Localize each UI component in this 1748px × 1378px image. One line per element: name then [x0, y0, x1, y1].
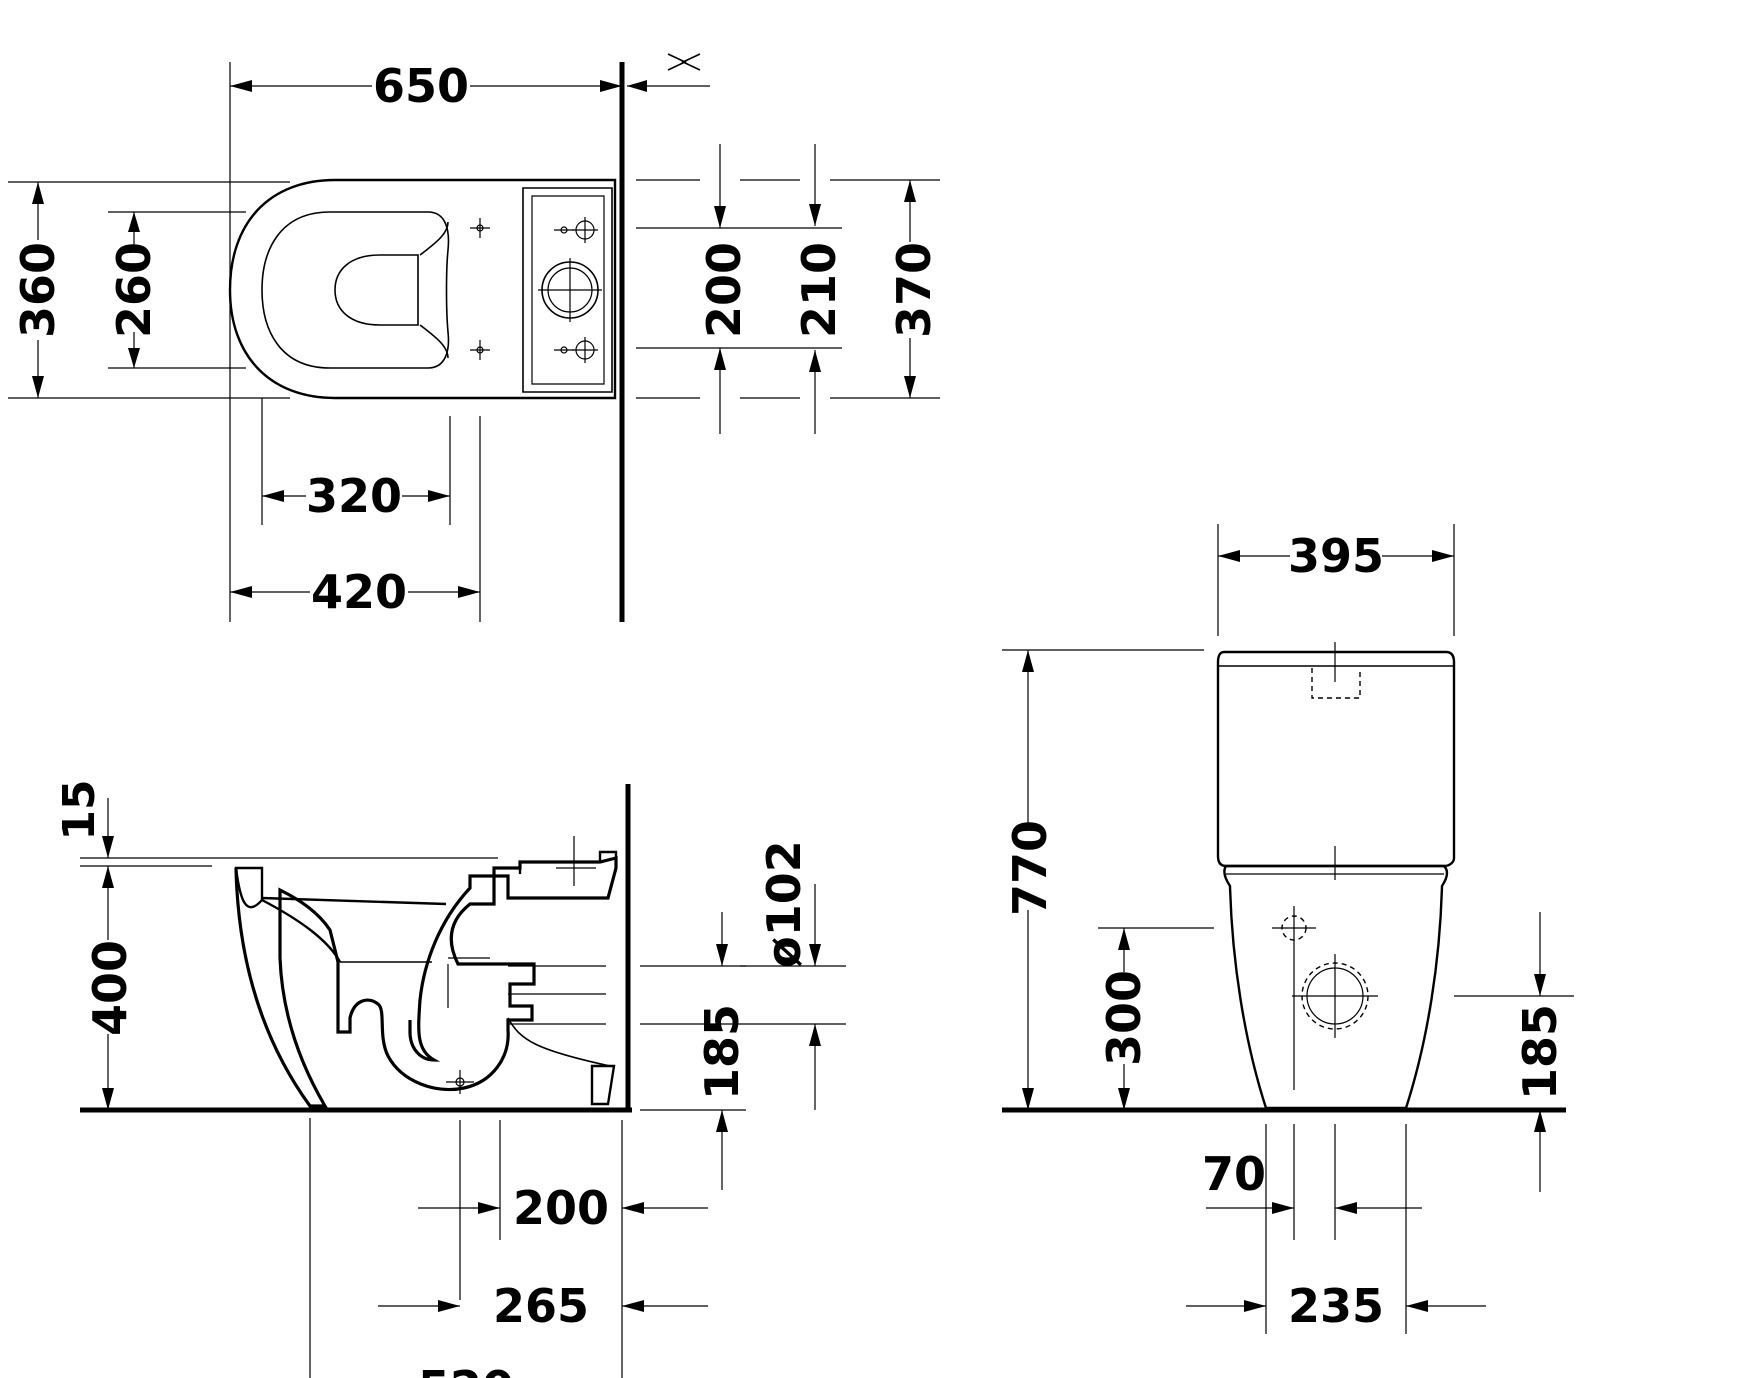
dim-360: 360 [11, 242, 65, 338]
tank-top [522, 187, 613, 393]
dim-520: 520 [418, 1361, 514, 1378]
dim-185-front: 185 [1513, 1004, 1567, 1100]
flush-button-hidden [1311, 668, 1361, 699]
dim-400: 400 [83, 940, 137, 1036]
wall-marker [667, 53, 701, 71]
dim-d102: ø102 [757, 840, 811, 968]
dim-320: 320 [306, 469, 402, 523]
dim-395: 395 [1288, 529, 1384, 583]
dim-420: 420 [311, 565, 407, 619]
bowl-opening [334, 254, 419, 326]
dim-15: 15 [54, 779, 105, 840]
dim-370: 370 [887, 242, 941, 338]
dim-210: 210 [792, 242, 846, 338]
dim-770: 770 [1003, 820, 1057, 916]
seat-outline [261, 211, 450, 369]
dim-260: 260 [107, 242, 161, 338]
front-view: 395 770 300 185 70 235 [1002, 524, 1574, 1334]
tank-front [1216, 650, 1456, 868]
dim-235: 235 [1288, 1279, 1384, 1333]
dim-200-side: 200 [513, 1181, 609, 1235]
side-view: 15 400 ø102 185 200 265 520 [54, 779, 846, 1378]
dim-70: 70 [1202, 1147, 1266, 1201]
dim-200-top: 200 [697, 242, 751, 338]
inlet-marker [1272, 906, 1316, 950]
bowl-outline-side [234, 855, 618, 1108]
outlet-marker [1292, 950, 1378, 1090]
dim-185-side: 185 [695, 1004, 749, 1100]
dim-650: 650 [373, 59, 469, 113]
dim-300: 300 [1097, 970, 1151, 1066]
top-view: 650 360 260 320 420 200 210 [8, 53, 941, 622]
dim-265: 265 [493, 1279, 589, 1333]
bowl-front [1223, 864, 1449, 1110]
